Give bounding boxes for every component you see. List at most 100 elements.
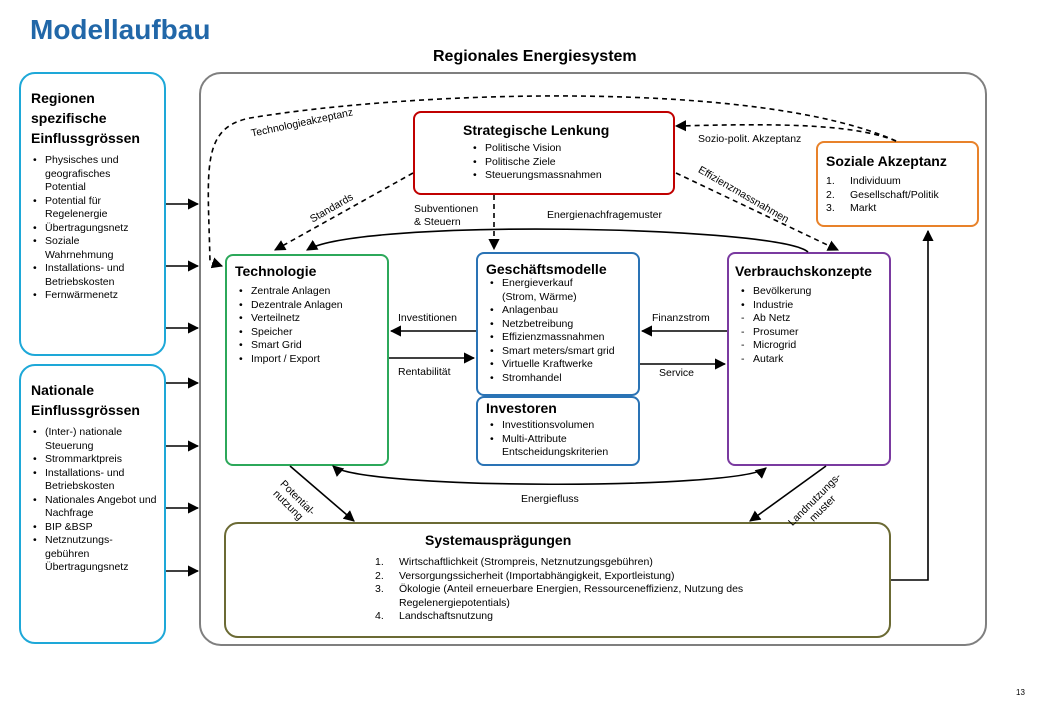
list-item: Industrie <box>739 299 889 313</box>
list-text: Markt <box>850 202 877 214</box>
list-item: Zentrale Anlagen <box>237 285 387 299</box>
list-item: Multi-Attribute Entscheidungskriterien <box>488 433 638 460</box>
list-item: Steuerungsmassnahmen <box>471 169 673 183</box>
regional-heading-line-2: spezifische <box>31 110 107 126</box>
arrow-potential-use <box>289 465 355 522</box>
list-item: Übertragungsnetz <box>31 222 156 236</box>
list-item: (Inter-) nationale Steuerung <box>31 426 158 453</box>
strategic-list: Politische Vision Politische Ziele Steue… <box>471 142 673 183</box>
regional-factors-list: Physisches und geografisches Potential P… <box>31 154 156 303</box>
arrow-efficiency <box>675 172 840 251</box>
national-heading-line-2: Einflussgrössen <box>31 402 140 418</box>
list-item: Installations- und Betriebskosten <box>31 467 158 494</box>
list-item: Stromhandel <box>488 372 638 386</box>
national-factors-heading: Nationale Einflussgrössen <box>31 380 158 420</box>
list-number: 2. <box>375 569 384 582</box>
regional-factors-box: Regionen spezifische Einflussgrössen Phy… <box>19 72 166 356</box>
list-item: Effizienzmassnahmen <box>488 331 638 345</box>
list-number: 3. <box>375 583 384 595</box>
list-text: Wirtschaftlichkeit (Strompreis, Netznutz… <box>399 556 653 568</box>
list-item: 3. Ökologie (Anteil erneuerbare Energien,… <box>375 583 755 610</box>
list-item: 1. Individuum <box>826 175 977 189</box>
investors-list: Investitionsvolumen Multi-Attribute Ents… <box>488 419 638 460</box>
list-item: Bevölkerung <box>739 285 889 299</box>
list-item: Virtuelle Kraftwerke <box>488 358 638 372</box>
list-number: 1. <box>375 556 384 568</box>
regional-heading-line-1: Regionen <box>31 90 95 106</box>
list-number: 4. <box>375 610 384 622</box>
arrow-land-use <box>749 465 827 522</box>
list-item: Potential für Regelenergie <box>31 195 156 222</box>
consumption-bullet-list: Bevölkerung Industrie <box>739 285 889 312</box>
list-item: Fernwärmenetz <box>31 289 156 303</box>
list-item: Installations- und Betriebskosten <box>31 262 156 289</box>
page-number: 13 <box>1016 688 1025 697</box>
system-outcomes-list: 1. Wirtschaftlichkeit (Strompreis, Netznu… <box>375 556 755 624</box>
list-text: Ökologie (Anteil erneuerbare Energien, R… <box>399 583 744 609</box>
label-financial-flow: Finanzstrom <box>652 312 710 324</box>
list-item: Speicher <box>237 326 387 340</box>
list-item: Import / Export <box>237 353 387 367</box>
list-number: 3. <box>826 202 835 214</box>
arrow-technology-acceptance <box>207 95 897 269</box>
system-outcomes-heading: Systemausprägungen <box>425 532 572 548</box>
list-item: 4.Landschaftsnutzung <box>375 610 755 624</box>
list-text: Individuum <box>850 175 901 187</box>
list-item: Strommarktpreis <box>31 453 158 467</box>
system-title: Regionales Energiesystem <box>433 48 637 65</box>
list-item: Netzbetreibung <box>488 318 638 332</box>
regional-heading-line-3: Einflussgrössen <box>31 130 140 146</box>
list-item: Smart meters/smart grid <box>488 345 638 359</box>
list-number: 1. <box>826 175 835 187</box>
national-factors-list: (Inter-) nationale Steuerung Strommarktp… <box>31 426 158 575</box>
business-models-box: Geschäftsmodelle Energieverkauf (Strom, … <box>476 252 640 396</box>
label-socio-political-acceptance: Sozio-polit. Akzeptanz <box>698 133 802 145</box>
regional-factors-heading: Regionen spezifische Einflussgrössen <box>31 88 156 148</box>
page-title: Modellaufbau <box>30 14 211 45</box>
arrow-energy-demand-pattern <box>306 228 809 253</box>
arrow-socio-political-acceptance <box>674 120 897 142</box>
investors-box: Investoren Investitionsvolumen Multi-Att… <box>476 396 640 466</box>
list-item: Soziale Wahrnehmung <box>31 235 156 262</box>
label-investments: Investitionen <box>398 312 457 324</box>
system-outcomes-box: Systemausprägungen 1. Wirtschaftlichkeit … <box>224 522 891 638</box>
consumption-concepts-box: Verbrauchskonzepte Bevölkerung Industrie… <box>727 252 891 466</box>
list-item: 1. Wirtschaftlichkeit (Strompreis, Netznu… <box>375 556 755 570</box>
list-item: 2. Versorgungssicherheit (Importabhängigk… <box>375 570 755 584</box>
list-item: Politische Ziele <box>471 156 673 170</box>
system-frame <box>199 72 987 646</box>
list-item: Prosumer <box>739 326 889 340</box>
list-item: Politische Vision <box>471 142 673 156</box>
technology-list: Zentrale Anlagen Dezentrale Anlagen Vert… <box>237 285 387 366</box>
consumption-dash-list: Ab Netz Prosumer Microgrid Autark <box>739 312 889 366</box>
label-subsidies-line-2: & Steuern <box>414 216 461 228</box>
social-list: 1. Individuum 2. Gesellschaft/Politik 3. Ma… <box>826 175 977 216</box>
label-subsidies-line-1: Subventionen <box>414 203 479 215</box>
arrow-energy-flow <box>332 465 767 486</box>
technology-box: Technologie Zentrale Anlagen Dezentrale … <box>225 254 389 466</box>
consumption-heading: Verbrauchskonzepte <box>735 263 872 279</box>
list-item: 3. Markt <box>826 202 977 216</box>
investors-heading: Investoren <box>486 400 557 416</box>
list-text: Gesellschaft/Politik <box>850 188 939 201</box>
list-item: Smart Grid <box>237 339 387 353</box>
list-item: Microgrid <box>739 339 889 353</box>
list-item: 2. Gesellschaft/Politik <box>826 189 977 203</box>
list-item: Dezentrale Anlagen <box>237 299 387 313</box>
list-item: Investitionsvolumen <box>488 419 638 433</box>
label-profitability: Rentabilität <box>398 366 451 378</box>
business-heading: Geschäftsmodelle <box>486 261 607 277</box>
list-item: Autark <box>739 353 889 367</box>
social-heading: Soziale Akzeptanz <box>826 153 947 169</box>
arrow-standards <box>274 172 414 251</box>
label-energy-flow: Energiefluss <box>521 493 579 505</box>
list-text: Versorgungssicherheit (Importabhängigkei… <box>399 569 675 582</box>
label-service: Service <box>659 367 695 379</box>
list-item: Ab Netz <box>739 312 889 326</box>
arrow-outcomes-to-social <box>891 229 934 581</box>
list-number: 2. <box>826 188 835 201</box>
label-subsidies: Subventionen & Steuern <box>414 203 478 229</box>
label-energy-demand-pattern: Energienachfragemuster <box>547 209 662 221</box>
technology-heading: Technologie <box>235 263 317 279</box>
